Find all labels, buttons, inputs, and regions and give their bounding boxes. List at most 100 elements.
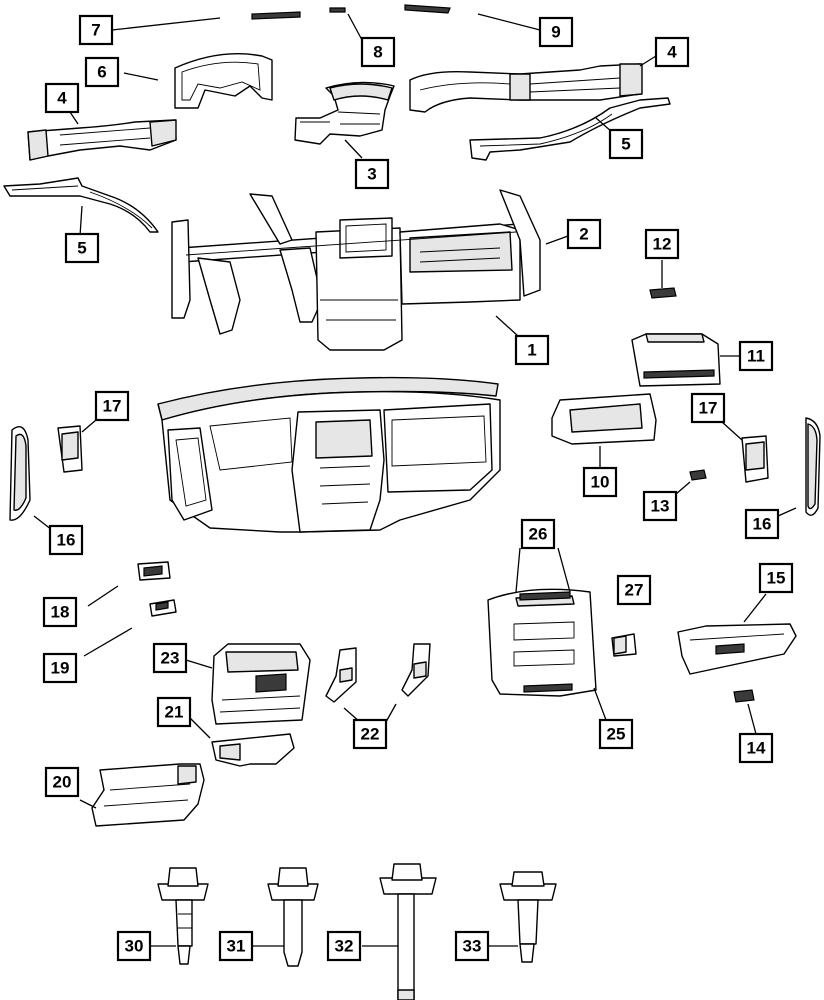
callout-19: 19: [42, 652, 78, 684]
callout-26: 26: [520, 518, 556, 550]
callout-20: 20: [44, 766, 80, 798]
svg-text:22: 22: [361, 725, 380, 744]
callout-18: 18: [42, 596, 78, 628]
part-5-left-duct: [3, 177, 159, 237]
svg-text:5: 5: [621, 135, 630, 154]
callout-15: 15: [758, 562, 794, 594]
callout-23: 23: [152, 642, 188, 674]
callout-6: 6: [84, 56, 120, 88]
part-15-glove-box: [677, 593, 797, 675]
part-1-cross-car-beam: [171, 189, 569, 351]
callout-14: 14: [738, 732, 774, 764]
svg-text:4: 4: [57, 89, 67, 108]
svg-text:8: 8: [373, 43, 382, 62]
svg-text:12: 12: [653, 235, 672, 254]
svg-text:30: 30: [125, 937, 144, 956]
callout-17-right: 17: [690, 392, 726, 424]
part-8-clip: [329, 7, 363, 41]
svg-text:25: 25: [607, 725, 626, 744]
part-17-left-vent: [57, 419, 97, 473]
callout-21: 21: [156, 696, 192, 728]
callout-12: 12: [644, 228, 680, 260]
part-31-bolt: [252, 867, 319, 967]
callout-31: 31: [218, 930, 254, 962]
callout-8: 8: [360, 36, 396, 68]
part-3-defroster-duct: [294, 81, 395, 159]
callout-4-left: 4: [44, 82, 80, 114]
part-32-bolt: [362, 863, 437, 1000]
svg-text:32: 32: [335, 937, 354, 956]
callout-11: 11: [738, 340, 774, 372]
part-20-knee-bolster: [79, 763, 205, 827]
part-10-tray: [551, 393, 657, 470]
part-6-cluster-bezel: [123, 53, 273, 109]
part-30-bolt: [150, 867, 209, 965]
svg-text:7: 7: [91, 21, 100, 40]
part-4-right-duct: [409, 55, 657, 113]
svg-text:10: 10: [591, 473, 610, 492]
svg-text:15: 15: [767, 569, 786, 588]
callout-33: 33: [454, 930, 490, 962]
callout-9: 9: [538, 16, 574, 48]
part-17-right-vent: [721, 421, 769, 483]
callout-10: 10: [582, 466, 618, 498]
callout-30: 30: [116, 930, 152, 962]
callout-16-right: 16: [744, 508, 780, 540]
callout-3: 3: [354, 158, 390, 190]
svg-text:11: 11: [747, 347, 765, 366]
callout-16-left: 16: [48, 524, 84, 556]
svg-text:4: 4: [667, 43, 677, 62]
svg-text:9: 9: [551, 23, 560, 42]
callout-5-left: 5: [64, 232, 100, 264]
svg-text:23: 23: [161, 649, 180, 668]
part-22-brackets: [325, 643, 431, 723]
part-21-bracket: [189, 717, 295, 767]
svg-text:20: 20: [53, 773, 72, 792]
svg-text:2: 2: [579, 225, 588, 244]
callout-1: 1: [514, 334, 550, 366]
svg-text:16: 16: [753, 515, 772, 534]
callout-17-left: 17: [94, 390, 130, 422]
part-11-storage-bin: [631, 333, 740, 387]
part-18-switch: [87, 561, 171, 607]
svg-text:19: 19: [51, 659, 70, 678]
part-16-left-end-cap: [9, 426, 53, 531]
svg-text:26: 26: [529, 525, 548, 544]
part-14-clip: [733, 689, 757, 735]
svg-text:17: 17: [699, 399, 718, 418]
svg-text:18: 18: [51, 603, 70, 622]
svg-text:16: 16: [57, 531, 76, 550]
part-33-bolt: [486, 871, 557, 963]
part-9-trim-strip: [404, 4, 541, 31]
svg-text:17: 17: [103, 397, 122, 416]
part-16-right-end-cap: [777, 417, 821, 517]
part-23-lower-bezel: [185, 643, 311, 725]
callout-labels: 7 8 9 6 4 4 3 5 5 2 12 1 11 17 17 10 13 …: [42, 14, 794, 962]
svg-text:33: 33: [463, 937, 482, 956]
part-7-trim-strip: [111, 11, 301, 31]
callout-2: 2: [566, 218, 602, 250]
part-25-center-bezel: [487, 547, 607, 721]
callout-25: 25: [598, 718, 634, 750]
callout-13: 13: [642, 490, 678, 522]
part-27-switch: [611, 633, 637, 657]
svg-text:6: 6: [97, 63, 106, 82]
part-13-clip: [675, 469, 707, 495]
part-4-left-duct: [27, 105, 177, 161]
svg-text:14: 14: [747, 739, 766, 758]
callout-32: 32: [326, 930, 362, 962]
callout-4-right: 4: [654, 36, 690, 68]
svg-text:3: 3: [367, 165, 376, 184]
callout-5-right: 5: [608, 128, 644, 160]
callout-27: 27: [616, 574, 652, 606]
svg-text:31: 31: [227, 937, 246, 956]
part-19-switch: [83, 599, 177, 657]
part-12-clip: [649, 260, 677, 299]
callout-7: 7: [78, 14, 114, 46]
svg-text:1: 1: [527, 341, 536, 360]
svg-text:5: 5: [77, 239, 86, 258]
svg-text:13: 13: [651, 497, 670, 516]
callout-22: 22: [352, 718, 388, 750]
instrument-panel-assembly: [157, 376, 501, 533]
